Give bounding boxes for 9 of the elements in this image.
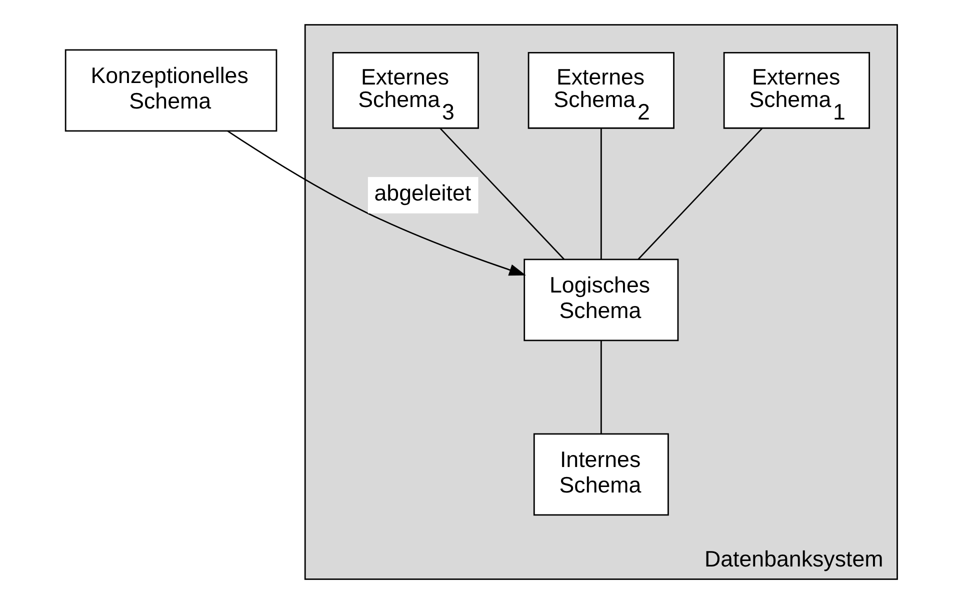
connector	[600, 128, 602, 260]
connector	[600, 340, 602, 434]
arrow	[227, 130, 526, 276]
connector	[638, 128, 763, 260]
node-box: Internes Schema	[533, 433, 669, 516]
node-box: Konzeptionelles Schema	[64, 49, 278, 132]
node-box: Logisches Schema	[524, 258, 679, 342]
edge-label: abgeleitet	[374, 180, 472, 206]
connector	[440, 128, 565, 260]
